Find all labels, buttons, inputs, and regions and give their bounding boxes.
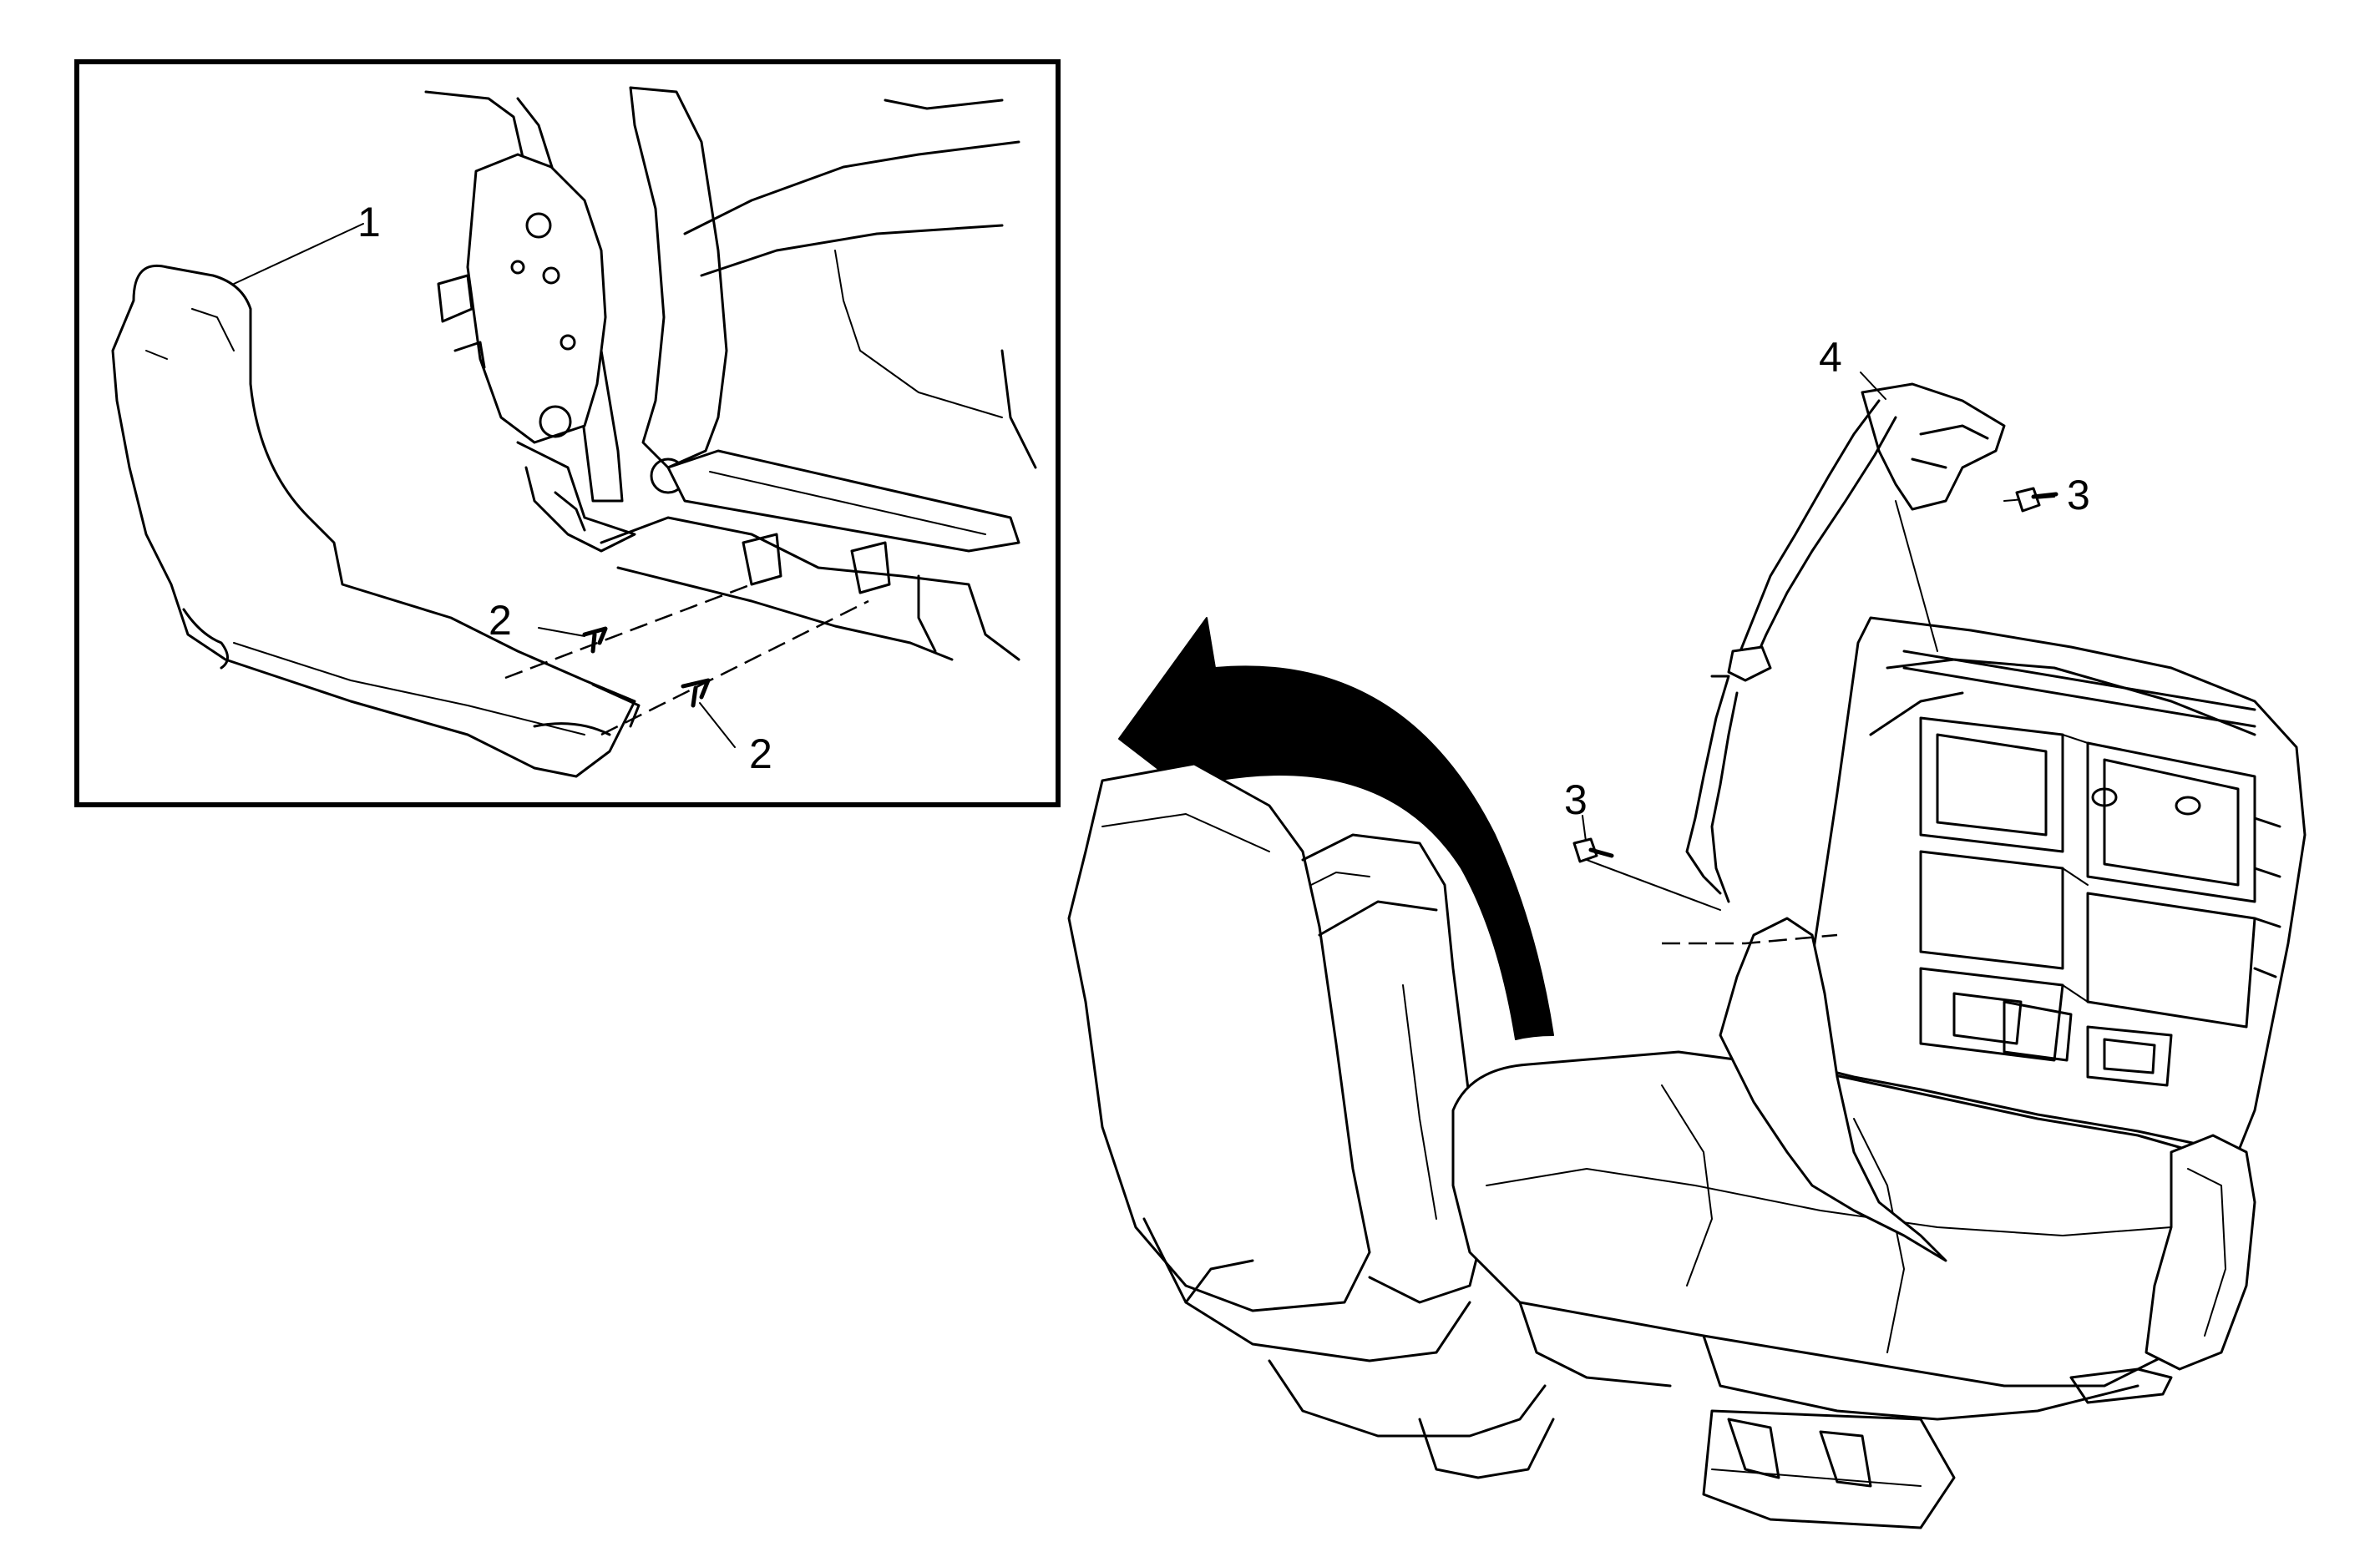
callout-2-left: 2 [489, 597, 512, 644]
detail-inset: 1 2 2 [74, 59, 1061, 807]
inset-leaders [233, 223, 869, 748]
callout-3-lower: 3 [1564, 776, 1588, 823]
rotation-arrow [1118, 617, 1554, 1040]
main-leaders [1582, 372, 2055, 945]
bolt-lower [1572, 837, 1614, 863]
callout-3-upper: 3 [2067, 472, 2090, 518]
seat-back-frame [1769, 616, 2307, 1154]
callout-4: 4 [1819, 334, 1842, 381]
callout-2-right: 2 [749, 730, 772, 777]
bolt-upper [2015, 487, 2058, 513]
seat-hinge-bracket [424, 86, 728, 553]
callout-1: 1 [357, 199, 381, 245]
seat-cushion [1451, 1050, 2215, 1421]
folded-seat-half [1067, 762, 1555, 1479]
seat-cushion-frame [600, 99, 1037, 661]
seat-belt-retractor [1685, 382, 2006, 903]
side-trim-panel-main [1719, 917, 2256, 1371]
seat-base-riser [1702, 1409, 1956, 1529]
retainer-clip-2 [681, 678, 711, 708]
retainer-clip-1 [582, 626, 608, 654]
